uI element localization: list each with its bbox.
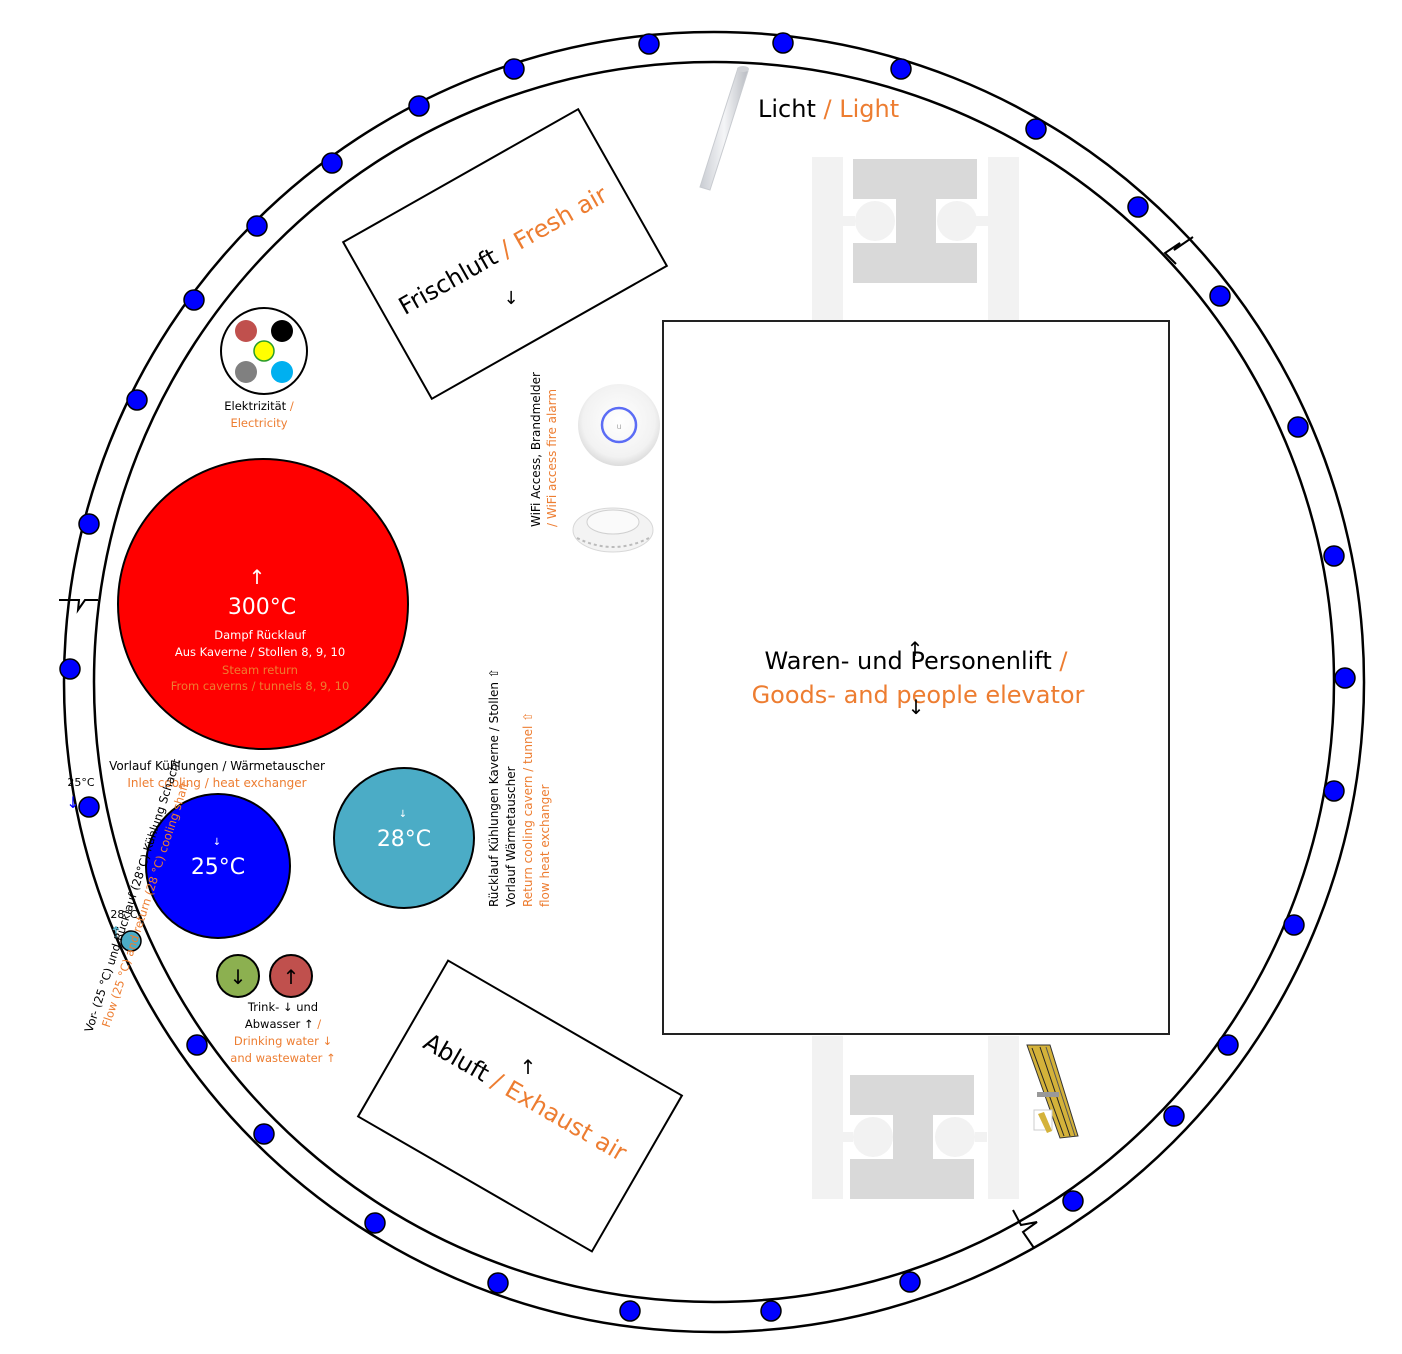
cable-dot <box>760 1300 782 1322</box>
electricity-label-de: Elektrizität / <box>224 399 294 413</box>
fresh-air-arrow: ↓ <box>503 288 518 309</box>
cable-dot <box>183 289 205 311</box>
svg-text:u: u <box>616 422 621 431</box>
light-tube-icon <box>699 66 749 191</box>
cable-dot <box>408 95 430 117</box>
ring-joint-bottom-right <box>1012 1209 1038 1249</box>
exhaust-air-arrow: ↑ <box>520 1055 537 1079</box>
shaft-return-pipe <box>120 930 142 952</box>
cable-dot <box>1217 1034 1239 1056</box>
electricity-label-en: Electricity <box>230 416 287 430</box>
shaft-flow-arrow: ↓ <box>66 793 79 812</box>
cable-dot <box>78 513 100 535</box>
cable-dot <box>487 1272 509 1294</box>
electricity-wire <box>271 320 293 342</box>
return-cooling-arrow: ↓ <box>399 809 407 820</box>
cable-dot <box>78 796 100 818</box>
steam-label-de-1: Dampf Rücklauf <box>214 628 306 642</box>
cable-dot <box>619 1300 641 1322</box>
cable-dot <box>1323 545 1345 567</box>
cable-dot <box>1163 1105 1185 1127</box>
electricity-wire <box>253 340 275 362</box>
cable-dot <box>1025 118 1047 140</box>
return-cooling-label: Rücklauf Kühlungen Kaverne / Stollen ⇧ V… <box>487 668 552 907</box>
water-label-de-2: Abwasser ↑ / <box>245 1017 321 1031</box>
fire-alarm-icon <box>572 507 654 553</box>
return-cooling-pipe <box>333 767 475 909</box>
fresh-air-duct: Frischluft / Fresh air <box>341 107 669 401</box>
cable-dot <box>186 1034 208 1056</box>
cable-dot <box>899 1271 921 1293</box>
steam-label-en-2: From caverns / tunnels 8, 9, 10 <box>171 679 350 693</box>
elevator-down-arrow: ↓ <box>908 695 925 719</box>
wifi-access-point-icon: u <box>578 384 660 466</box>
steam-label-de-2: Aus Kaverne / Stollen 8, 9, 10 <box>175 645 345 659</box>
cable-dot <box>59 658 81 680</box>
cable-dot <box>1334 667 1356 689</box>
wifi-label-en: / WiFi access fire alarm <box>545 389 559 527</box>
wastewater-pipe <box>269 954 313 998</box>
inlet-cooling-label-de: Vorlauf Kühlungen / Wärmetauscher <box>109 759 325 773</box>
drinking-water-arrow: ↓ <box>230 965 247 989</box>
return-cooling-temp: 28°C <box>377 827 431 852</box>
inlet-cooling-label-en: Inlet cooling / heat exchanger <box>127 776 306 790</box>
cable-dot <box>1127 196 1149 218</box>
elevator-guide-bottom <box>812 1036 1019 1199</box>
steam-temp: 300°C <box>228 595 296 620</box>
cable-dot <box>1283 914 1305 936</box>
elevator-guide-top <box>812 157 1019 322</box>
return-cooling-label-en-2: flow heat exchanger <box>538 784 552 907</box>
ring-joint-right <box>1163 236 1194 265</box>
elevator-up-arrow: ↑ <box>907 637 924 661</box>
elevator-cabin <box>662 320 1170 1035</box>
water-label-en-1: Drinking water ↓ <box>234 1034 332 1048</box>
shaft-inner-wall <box>92 60 1336 1304</box>
wastewater-arrow: ↑ <box>283 965 300 989</box>
inlet-cooling-pipe <box>145 793 291 939</box>
cable-dot <box>1287 416 1309 438</box>
inlet-cooling-arrow: ↓ <box>213 837 221 848</box>
return-cooling-label-de-2: Vorlauf Wärmetauscher <box>504 766 518 907</box>
wifi-label: WiFi Access, Brandmelder / WiFi access f… <box>529 372 559 527</box>
electricity-wire <box>235 361 257 383</box>
steam-arrow: ↑ <box>249 565 266 589</box>
inlet-cooling-temp: 25°C <box>191 855 245 880</box>
elevator-label-de: Waren- und Personenlift / <box>765 647 1069 675</box>
steam-return-pipe <box>117 458 409 750</box>
cable-dot <box>1209 285 1231 307</box>
ring-joint-left <box>59 599 98 614</box>
water-label-en-2: and wastewater ↑ <box>230 1051 335 1065</box>
cable-dot <box>772 32 794 54</box>
return-cooling-label-en-1: Return cooling cavern / tunnel ⇧ <box>521 712 535 907</box>
cable-dot <box>1323 780 1345 802</box>
cable-dot <box>1062 1190 1084 1212</box>
cable-dot <box>503 58 525 80</box>
cable-dot <box>364 1212 386 1234</box>
light-label: Licht / Light <box>758 95 899 123</box>
cable-dot <box>253 1123 275 1145</box>
exhaust-air-duct: Abluft / Exhaust air <box>356 959 684 1253</box>
shaft-outer-wall <box>62 30 1366 1334</box>
cable-dots <box>59 32 1356 1322</box>
water-label-de-1: Trink- ↓ und <box>247 1000 318 1014</box>
shaft-return-temp: 28°C <box>110 908 137 921</box>
electricity-wire <box>271 361 293 383</box>
busbar-icon <box>1026 1044 1079 1139</box>
cable-dot <box>321 152 343 174</box>
cable-dot <box>126 389 148 411</box>
return-cooling-label-de-1: Rücklauf Kühlungen Kaverne / Stollen ⇧ <box>487 668 501 907</box>
shaft-flow-temp: 25°C <box>67 776 94 789</box>
steam-label-en-1: Steam return <box>222 663 298 677</box>
wifi-label-de: WiFi Access, Brandmelder <box>529 372 543 527</box>
cable-dot <box>890 58 912 80</box>
electricity-wire <box>235 320 257 342</box>
electricity-wires <box>235 320 293 383</box>
shaft-return-arrow: ↑ <box>109 923 122 942</box>
cable-dot <box>638 33 660 55</box>
drinking-water-pipe <box>216 954 260 998</box>
cable-dot <box>246 215 268 237</box>
elevator-label-en: Goods- and people elevator <box>752 681 1085 709</box>
